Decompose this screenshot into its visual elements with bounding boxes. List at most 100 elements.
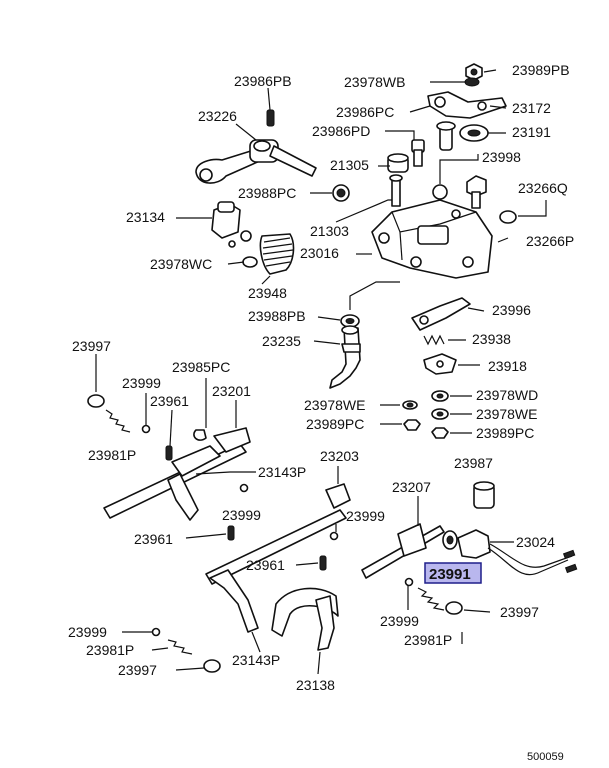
knob-21305-part[interactable] (387, 153, 409, 173)
label-23985pc[interactable]: 23985PC (172, 359, 230, 375)
pin-21303-part[interactable] (389, 174, 403, 207)
label-23978wc[interactable]: 23978WC (150, 256, 212, 272)
label-23143p-b[interactable]: 23143P (232, 652, 280, 668)
label-23138[interactable]: 23138 (296, 677, 335, 693)
lever-23918-part[interactable] (423, 353, 457, 375)
spring-23981p-bottom-part[interactable] (167, 639, 193, 655)
cap-23266p-part[interactable] (499, 210, 517, 224)
label-23203[interactable]: 23203 (320, 448, 359, 464)
label-23991-highlighted[interactable]: 23991 (429, 566, 471, 583)
label-23024[interactable]: 23024 (516, 534, 555, 550)
label-23987[interactable]: 23987 (454, 455, 493, 471)
washer-23978wb-part[interactable] (464, 77, 480, 87)
label-23201[interactable]: 23201 (212, 383, 251, 399)
label-23961-a[interactable]: 23961 (150, 393, 189, 409)
label-23235[interactable]: 23235 (262, 333, 301, 349)
label-23999-c[interactable]: 23999 (346, 508, 385, 524)
fork-arm-23235-part[interactable] (329, 325, 361, 389)
plug-23997-right-part[interactable] (445, 601, 463, 615)
ball-23999-c-part[interactable] (329, 531, 339, 541)
bolt-23266q-part[interactable] (466, 175, 487, 209)
label-23999-e[interactable]: 23999 (68, 624, 107, 640)
label-23978wb[interactable]: 23978WB (344, 74, 405, 90)
label-23999-a[interactable]: 23999 (122, 375, 161, 391)
label-23978wd[interactable]: 23978WD (476, 387, 538, 403)
label-23997-bottom[interactable]: 23997 (118, 662, 157, 678)
spring-23948-part[interactable] (242, 233, 295, 275)
label-23998[interactable]: 23998 (482, 149, 521, 165)
housing-23016-part[interactable] (371, 184, 493, 279)
nut-23989pc-right-part[interactable] (431, 427, 449, 439)
label-23172[interactable]: 23172 (512, 100, 551, 116)
seal-23988pc-top-part[interactable] (332, 184, 350, 202)
label-23999-d[interactable]: 23999 (380, 613, 419, 629)
label-23999-b[interactable]: 23999 (222, 507, 261, 523)
ball-23999-e-part[interactable] (151, 627, 161, 637)
spring-23981p-left-part[interactable] (105, 409, 131, 433)
label-23961-c[interactable]: 23961 (246, 557, 285, 573)
part-labels: 23986PB 23978WB 23989PB 23226 23986PC 23… (68, 62, 574, 693)
washer-23978we-right-part[interactable] (431, 408, 449, 420)
label-23989pb[interactable]: 23989PB (512, 62, 570, 78)
label-23226[interactable]: 23226 (198, 108, 237, 124)
label-23986pb[interactable]: 23986PB (234, 73, 292, 89)
washer-23978we-left-part[interactable] (402, 400, 418, 410)
label-23938[interactable]: 23938 (472, 331, 511, 347)
lever-23172-part[interactable] (427, 91, 507, 119)
bolt-23986pb-part[interactable] (266, 109, 275, 127)
label-23997-right[interactable]: 23997 (500, 604, 539, 620)
label-23981p-b[interactable]: 23981P (404, 632, 452, 648)
label-23948[interactable]: 23948 (248, 285, 287, 301)
lever-23226-part[interactable] (195, 139, 317, 184)
label-23988pb[interactable]: 23988PB (248, 308, 306, 324)
label-23134[interactable]: 23134 (126, 209, 165, 225)
fork-23138-part[interactable] (271, 587, 339, 651)
label-21305[interactable]: 21305 (330, 157, 369, 173)
spring-23938-part[interactable] (423, 334, 445, 346)
rail-23201-part[interactable] (103, 427, 251, 521)
switch-23024-part[interactable] (457, 529, 578, 576)
ball-23999-d-part[interactable] (404, 577, 414, 587)
label-23978we-left[interactable]: 23978WE (304, 397, 365, 413)
pin-23961-b-part[interactable] (227, 525, 235, 541)
label-23978we-right[interactable]: 23978WE (476, 406, 537, 422)
plug-23997-left-part[interactable] (87, 394, 105, 408)
bushing-23191-part[interactable] (459, 124, 489, 142)
label-23918[interactable]: 23918 (488, 358, 527, 374)
label-23996[interactable]: 23996 (492, 302, 531, 318)
label-23989pc-right[interactable]: 23989PC (476, 425, 534, 441)
label-23266p[interactable]: 23266P (526, 233, 574, 249)
rail-23203-part[interactable] (205, 483, 351, 633)
cylinder-23987-part[interactable] (473, 481, 495, 509)
label-23986pc[interactable]: 23986PC (336, 104, 394, 120)
clip-23985pc-part[interactable] (193, 429, 207, 441)
label-23961-b[interactable]: 23961 (134, 531, 173, 547)
rail-23207-part[interactable] (361, 523, 445, 579)
spring-23981p-right-part[interactable] (417, 587, 445, 611)
label-21303[interactable]: 21303 (310, 223, 349, 239)
ball-23999-a-part[interactable] (141, 424, 151, 434)
pin-23961-c-part[interactable] (319, 555, 327, 571)
label-23207[interactable]: 23207 (392, 479, 431, 495)
plate-23996-part[interactable] (411, 297, 471, 331)
pin-23986pc-part[interactable] (436, 121, 456, 151)
nut-23989pb-part[interactable] (465, 63, 483, 81)
label-23016[interactable]: 23016 (300, 245, 339, 261)
nut-23989pc-left-part[interactable] (403, 419, 421, 431)
label-23266q[interactable]: 23266Q (518, 180, 568, 196)
bracket-23134-part[interactable] (211, 201, 252, 248)
label-23988pc-top[interactable]: 23988PC (238, 185, 296, 201)
plug-23997-bottom-part[interactable] (203, 659, 221, 673)
label-23981p-a[interactable]: 23981P (88, 447, 136, 463)
pin-23961-a-part[interactable] (165, 445, 173, 461)
gasket-23991-part[interactable] (442, 530, 458, 550)
label-23143p-a[interactable]: 23143P (258, 464, 306, 480)
washer-23978wd-part[interactable] (431, 390, 449, 402)
label-23191[interactable]: 23191 (512, 124, 551, 140)
label-23986pd[interactable]: 23986PD (312, 123, 370, 139)
label-23997-left[interactable]: 23997 (72, 338, 111, 354)
ball-23999-b-part[interactable] (239, 483, 249, 493)
bolt-23986pd-part[interactable] (411, 139, 425, 167)
label-23981p-c[interactable]: 23981P (86, 642, 134, 658)
label-23989pc-left[interactable]: 23989PC (306, 416, 364, 432)
